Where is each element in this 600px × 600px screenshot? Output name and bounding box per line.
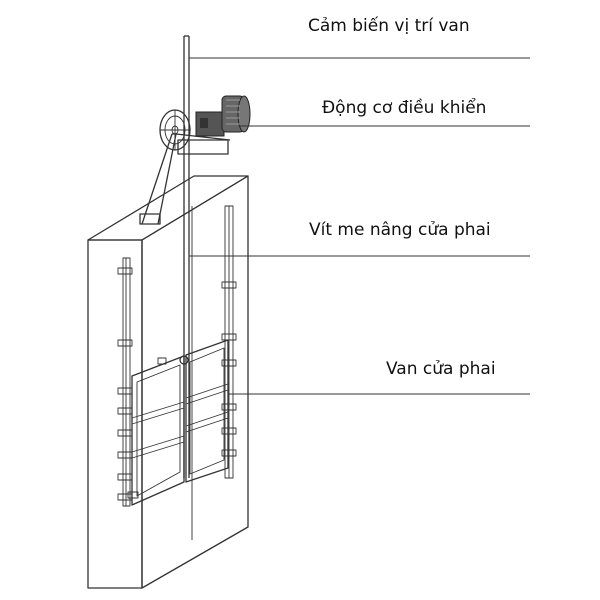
concrete-frame bbox=[87, 175, 249, 589]
right-rail-clips bbox=[221, 281, 237, 457]
leader-lines bbox=[189, 57, 530, 395]
stand-plate bbox=[177, 139, 229, 155]
left-rail-clips bbox=[117, 267, 133, 501]
frame-top-face bbox=[87, 175, 249, 241]
stand-leg bbox=[141, 133, 177, 225]
label-control-motor: Động cơ điều khiển bbox=[322, 98, 487, 118]
label-sluice-gate: Van cửa phai bbox=[386, 359, 496, 379]
gate-left-panel bbox=[131, 355, 185, 506]
hand-wheel bbox=[159, 109, 191, 151]
gate-right-panel bbox=[185, 339, 229, 483]
guide-rails bbox=[117, 205, 237, 507]
frame-side-face bbox=[141, 175, 249, 589]
support-stand bbox=[139, 133, 231, 225]
motor-endcap bbox=[237, 95, 251, 133]
left-rail bbox=[122, 257, 131, 507]
control-motor bbox=[195, 95, 251, 137]
gate-leaf bbox=[127, 339, 229, 506]
gate-stiffeners bbox=[131, 383, 229, 459]
screw-stem bbox=[183, 35, 190, 478]
label-position-sensor: Cảm biến vị trí van bbox=[308, 16, 470, 36]
label-lifting-screw: Vít me nâng cửa phai bbox=[309, 220, 491, 240]
frame-front-face bbox=[87, 239, 143, 589]
